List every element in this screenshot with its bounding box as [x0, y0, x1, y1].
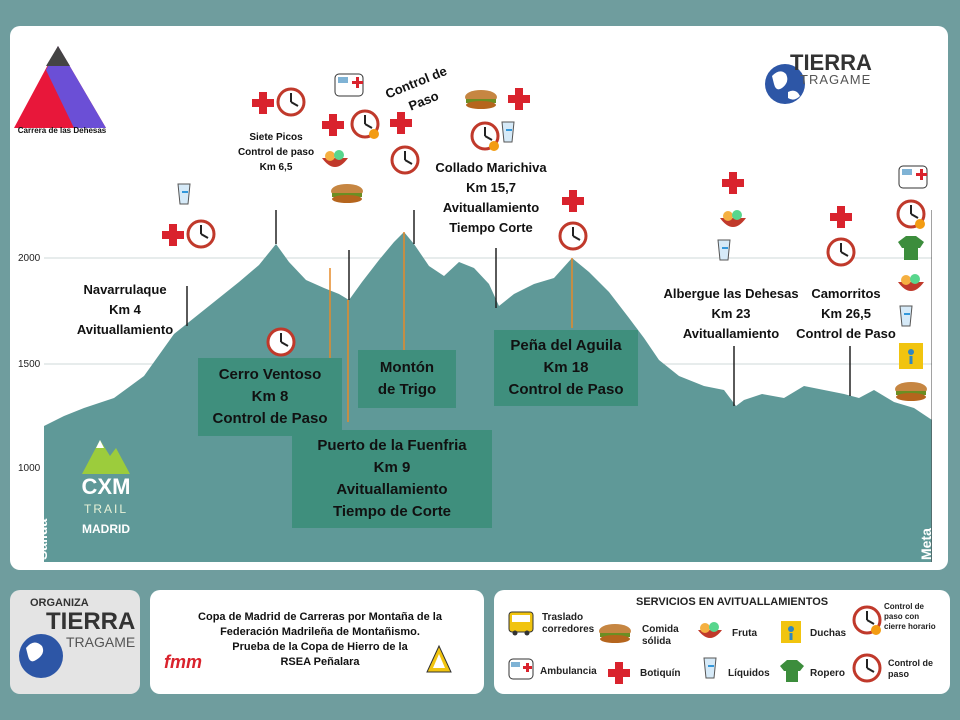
first-aid-icon: [830, 206, 852, 228]
race-logo-text: Carrera de las Dehesas: [17, 126, 107, 135]
water-icon: [501, 121, 515, 143]
fruit-icon: [898, 274, 924, 291]
water-icon: [899, 305, 913, 327]
first-aid-icon: [508, 88, 530, 110]
shower-icon: [781, 621, 801, 643]
bus-icon: [508, 611, 534, 636]
ambulance-icon: [334, 73, 364, 97]
globe-icon: [19, 634, 63, 678]
shower-icon: [899, 343, 923, 369]
sandwich-icon: [465, 90, 497, 109]
clock-icon: [276, 87, 306, 117]
y-tick-1000: 1000: [18, 463, 41, 474]
fruit-icon: [720, 210, 746, 227]
box-cerro-ventoso: Cerro Ventoso Km 8 Control de Paso: [198, 358, 342, 436]
org-brand-bottom: TRAGAME: [66, 634, 136, 650]
label-camorritos: Camorritos Km 26,5 Control de Paso: [796, 286, 896, 341]
y-tick-1500: 1500: [18, 359, 41, 370]
sandwich-icon: [331, 184, 363, 203]
water-icon: [717, 239, 731, 261]
legend-ambulancia: Ambulancia: [540, 666, 597, 677]
legend-fruta: Fruta: [732, 628, 757, 639]
label-collado-marichiva: Collado Marichiva Km 15,7 Avituallamient…: [435, 160, 547, 235]
first-aid-icon: [562, 190, 584, 212]
brand-top: TIERRA: [790, 50, 872, 75]
box-monton-de-trigo: Montón de Trigo: [358, 350, 456, 408]
first-aid-icon: [608, 662, 630, 684]
brand-bottom: TRAGAME: [800, 72, 872, 87]
clock-closing-icon: [470, 121, 500, 151]
legend-duchas: Duchas: [810, 628, 847, 639]
legend-traslado: Traslado corredores: [542, 612, 595, 635]
clock-closing-icon: [896, 199, 926, 229]
box-puerto-fuenfria: Puerto de la Fuenfria Km 9 Avituallamien…: [292, 430, 492, 528]
org-brand-top: TIERRA: [46, 608, 136, 635]
legend-control-cierre: Control de paso con cierre horario: [884, 602, 936, 631]
penalara-logo-icon: [426, 644, 452, 673]
clock-icon: [390, 145, 420, 175]
label-navarrulaque: Navarrulaque Km 4 Avituallamiento: [76, 282, 174, 337]
clock-icon: [558, 221, 588, 251]
label-siete-picos: Siete Picos Control de paso Km 6,5: [237, 132, 315, 173]
legend-ropero: Ropero: [810, 668, 845, 679]
fmm-logo: fmm: [164, 652, 203, 672]
ambulance-icon: [508, 658, 534, 680]
sandwich-icon: [599, 624, 631, 643]
label-albergue: Albergue las Dehesas Km 23 Avituallamien…: [663, 286, 799, 341]
y-tick-2000: 2000: [18, 253, 41, 264]
clock-icon: [266, 327, 296, 357]
end-label: Meta: [918, 528, 934, 560]
first-aid-icon: [162, 224, 184, 246]
fruit-icon: [322, 150, 348, 167]
elevation-profile: [44, 210, 932, 562]
clock-icon: [186, 219, 216, 249]
clock-icon: [826, 237, 856, 267]
services-title: SERVICIOS EN AVITUALLAMIENTOS: [636, 596, 829, 608]
clock-icon: [852, 653, 882, 683]
organiza-label: ORGANIZA: [30, 597, 89, 609]
legend-liquidos: Líquidos: [728, 668, 770, 679]
cxm-mountain-icon: [82, 440, 130, 474]
sandwich-icon: [895, 382, 927, 401]
box-pena-del-aguila: Peña del Aguila Km 18 Control de Paso: [494, 330, 638, 406]
start-label: Salida: [34, 518, 50, 560]
clock-closing-icon: [852, 605, 882, 635]
cxm-logo-line1: CXM: [81, 474, 131, 499]
globe-icon: [765, 64, 805, 104]
federation-text: Copa de Madrid de Carreras por Montaña d…: [198, 611, 442, 668]
water-icon: [177, 183, 191, 205]
fruit-icon: [698, 622, 722, 638]
ambulance-icon: [898, 165, 928, 189]
legend-botiquin: Botiquín: [640, 668, 681, 679]
federation-panel: [150, 590, 484, 694]
sweater-icon: [898, 236, 924, 260]
clock-closing-icon: [350, 109, 380, 139]
first-aid-icon: [322, 114, 344, 136]
race-logo: [14, 46, 106, 128]
legend-comida: Comida sólida: [642, 624, 679, 647]
legend-control: Control de paso: [888, 658, 933, 679]
cxm-logo-line2: TRAIL: [83, 502, 128, 516]
sweater-icon: [780, 660, 804, 682]
first-aid-icon: [252, 92, 274, 114]
first-aid-icon: [390, 112, 412, 134]
cxm-logo-line3: MADRID: [82, 522, 130, 536]
first-aid-icon: [722, 172, 744, 194]
water-icon: [703, 657, 717, 679]
